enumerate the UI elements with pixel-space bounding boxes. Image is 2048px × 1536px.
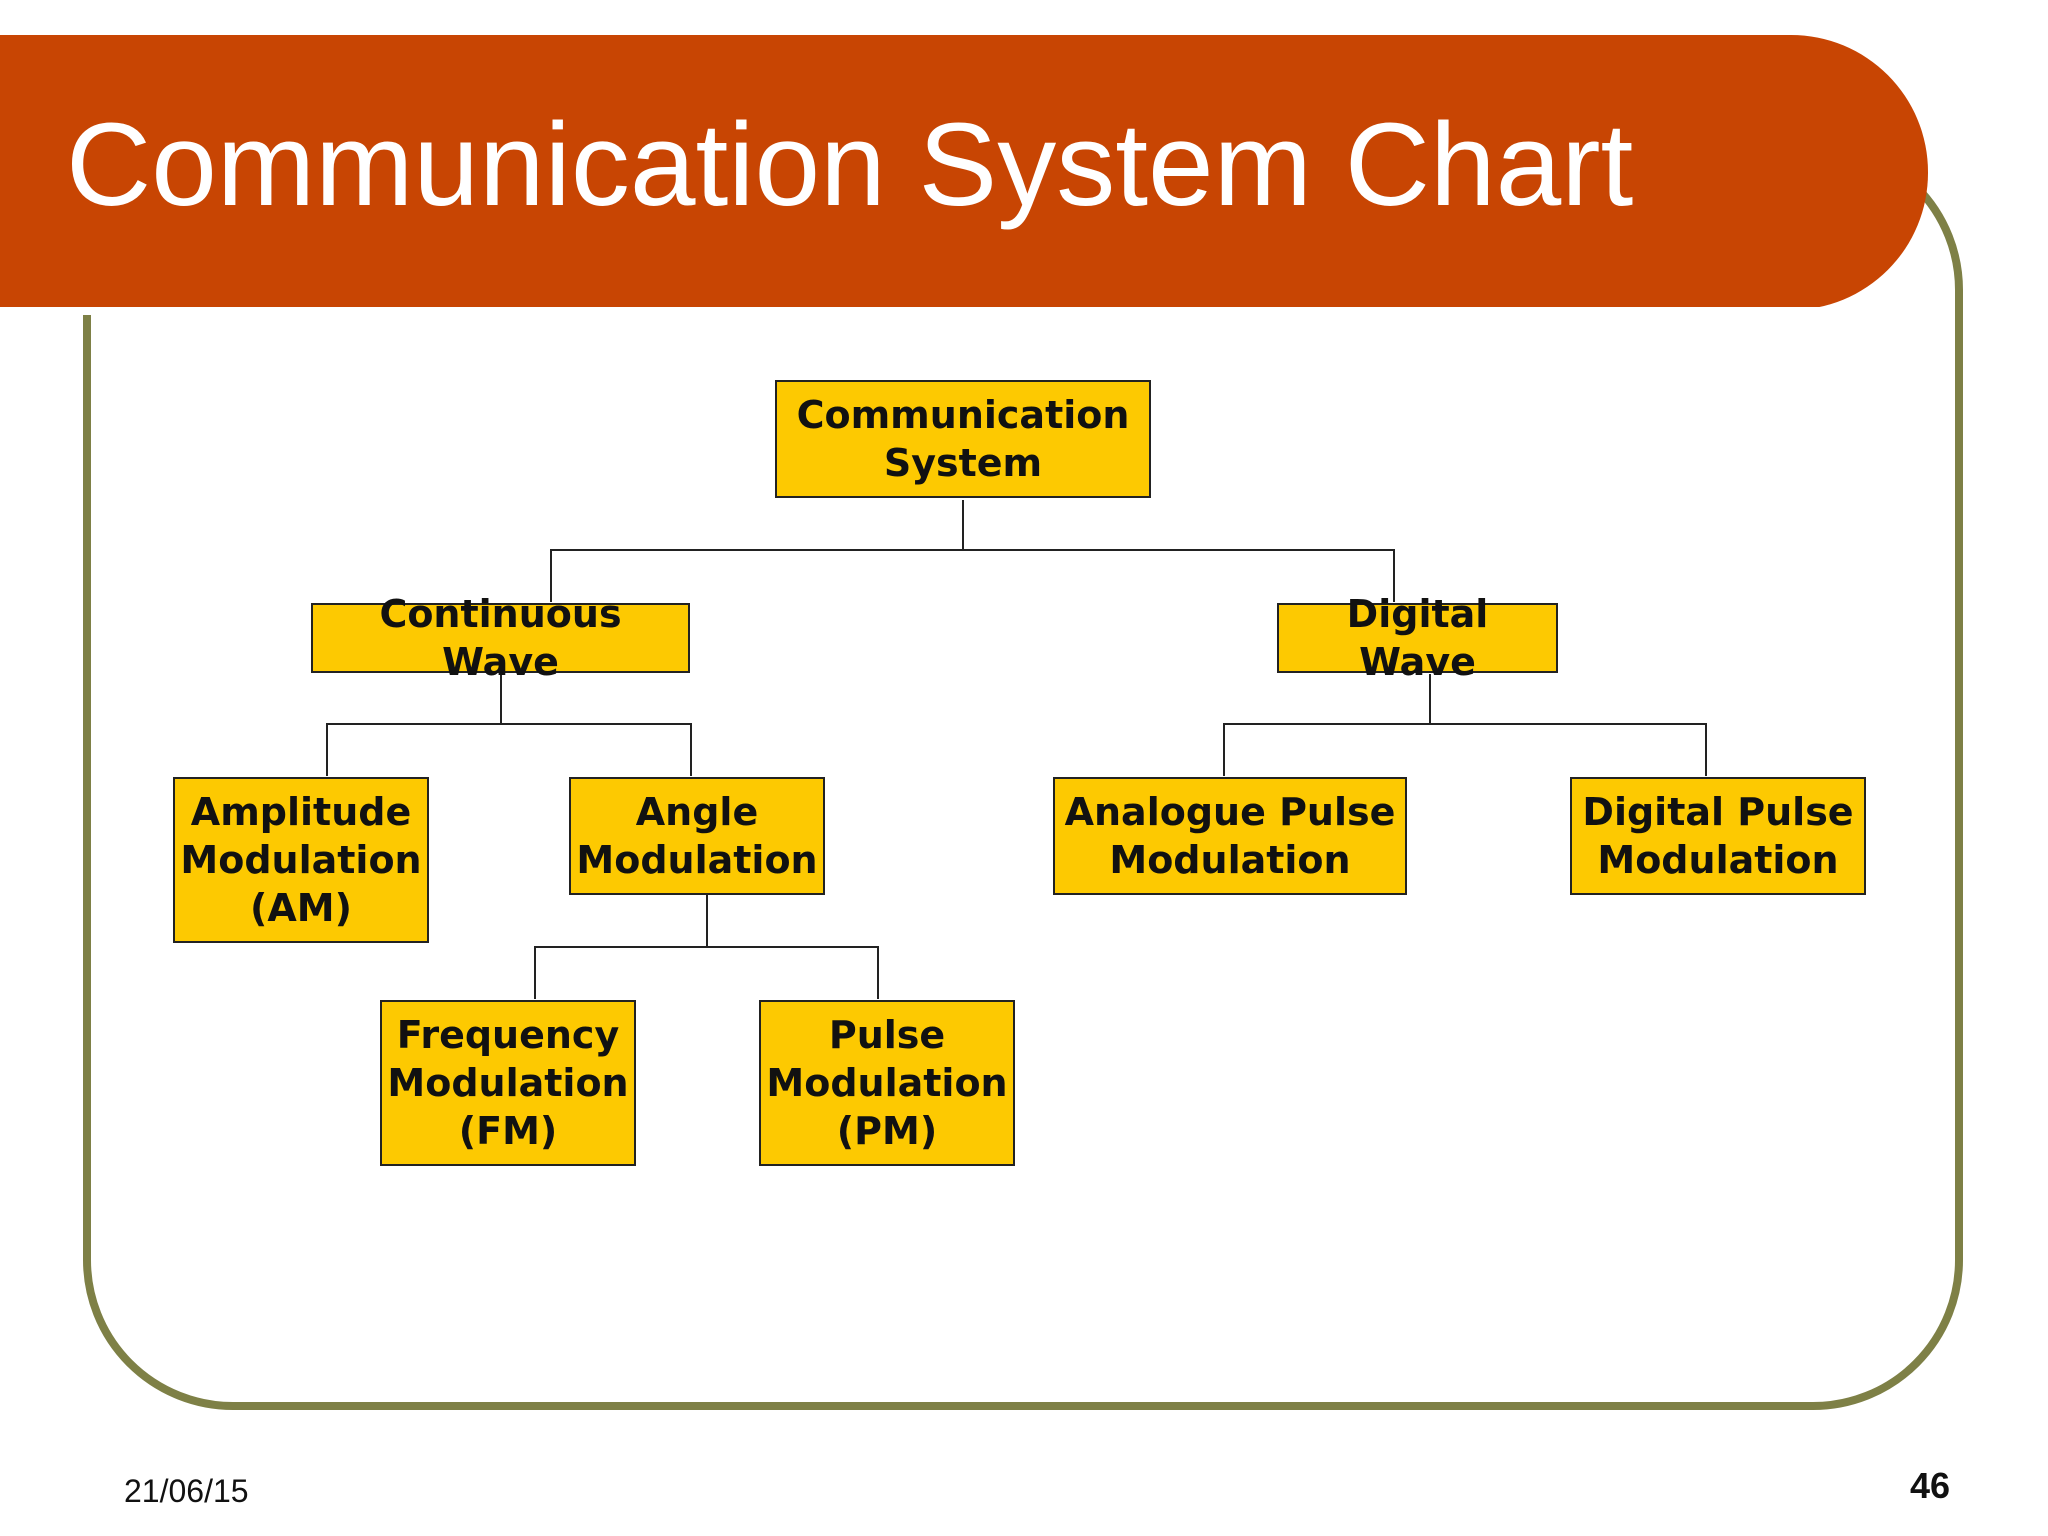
connector <box>877 946 879 999</box>
slide-title: Communication System Chart <box>66 99 1634 231</box>
connector <box>690 723 692 776</box>
node-digital-wave: Digital Wave <box>1277 592 1558 684</box>
connector <box>1429 674 1431 724</box>
content-frame <box>83 140 1963 1410</box>
connector <box>326 723 692 725</box>
connector <box>550 549 1395 551</box>
connector <box>1705 723 1707 776</box>
connector <box>1393 549 1395 602</box>
connector <box>534 946 879 948</box>
banner-rule <box>0 307 1830 315</box>
connector <box>534 946 536 999</box>
slide-date: 21/06/15 <box>124 1473 249 1509</box>
connector <box>1223 723 1707 725</box>
connector <box>500 674 502 724</box>
connector <box>1223 723 1225 776</box>
connector <box>550 549 552 602</box>
connector <box>962 500 964 550</box>
connector <box>706 894 708 947</box>
connector <box>326 723 328 776</box>
node-continuous-wave: Continuous Wave <box>311 592 690 684</box>
title-banner <box>0 35 1928 315</box>
page-number: 46 <box>1909 1465 1950 1506</box>
